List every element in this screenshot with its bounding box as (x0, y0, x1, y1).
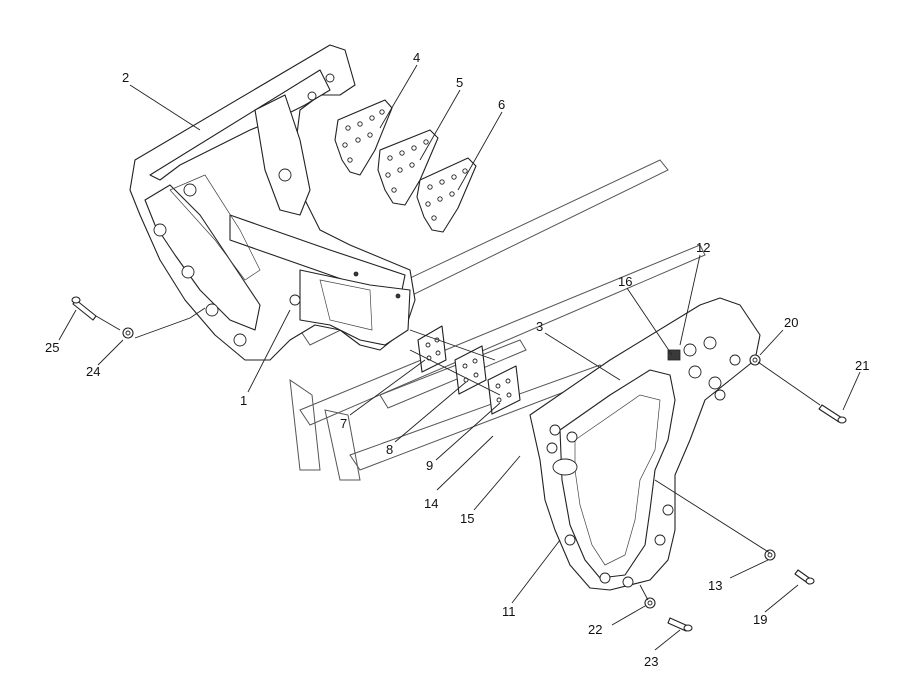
callout-8: 8 (386, 442, 393, 457)
plate-6 (416, 157, 477, 233)
callout-12: 12 (696, 240, 710, 255)
callout-23: 23 (644, 654, 658, 669)
callout-14: 14 (424, 496, 438, 511)
leader-lines (58, 64, 861, 651)
plate-8 (454, 345, 487, 395)
plate-5 (377, 129, 439, 206)
callout-4: 4 (413, 50, 420, 65)
plate-4 (334, 99, 393, 176)
callout-19: 19 (753, 612, 767, 627)
assembly-axis-lines (95, 307, 821, 601)
callout-3: 3 (536, 319, 543, 334)
callout-24: 24 (86, 364, 100, 379)
callout-6: 6 (498, 97, 505, 112)
callout-16: 16 (618, 274, 632, 289)
callout-15: 15 (460, 511, 474, 526)
callout-9: 9 (426, 458, 433, 473)
callout-7: 7 (340, 416, 347, 431)
callout-11: 11 (502, 604, 516, 619)
washer-13 (764, 549, 776, 561)
callout-13: 13 (708, 578, 722, 593)
callout-1: 1 (240, 393, 247, 408)
callout-2: 2 (122, 70, 129, 85)
washer-24 (122, 327, 134, 339)
washer-20 (749, 354, 761, 366)
bolt-23 (667, 617, 693, 632)
callout-22: 22 (588, 622, 602, 637)
side-bracket (529, 297, 761, 591)
bolt-25 (71, 296, 97, 321)
bolt-19 (794, 569, 815, 585)
callout-21: 21 (855, 358, 869, 373)
callout-25: 25 (45, 340, 59, 355)
main-bracket-frame (129, 44, 416, 361)
bolt-21 (818, 404, 847, 424)
washer-22 (644, 597, 656, 609)
plate-9 (487, 365, 521, 415)
plate-7 (417, 325, 447, 373)
callout-labels: 1 2 3 4 5 6 7 8 9 11 12 13 14 15 16 19 2… (45, 50, 869, 669)
callout-5: 5 (456, 75, 463, 90)
callout-20: 20 (784, 315, 798, 330)
